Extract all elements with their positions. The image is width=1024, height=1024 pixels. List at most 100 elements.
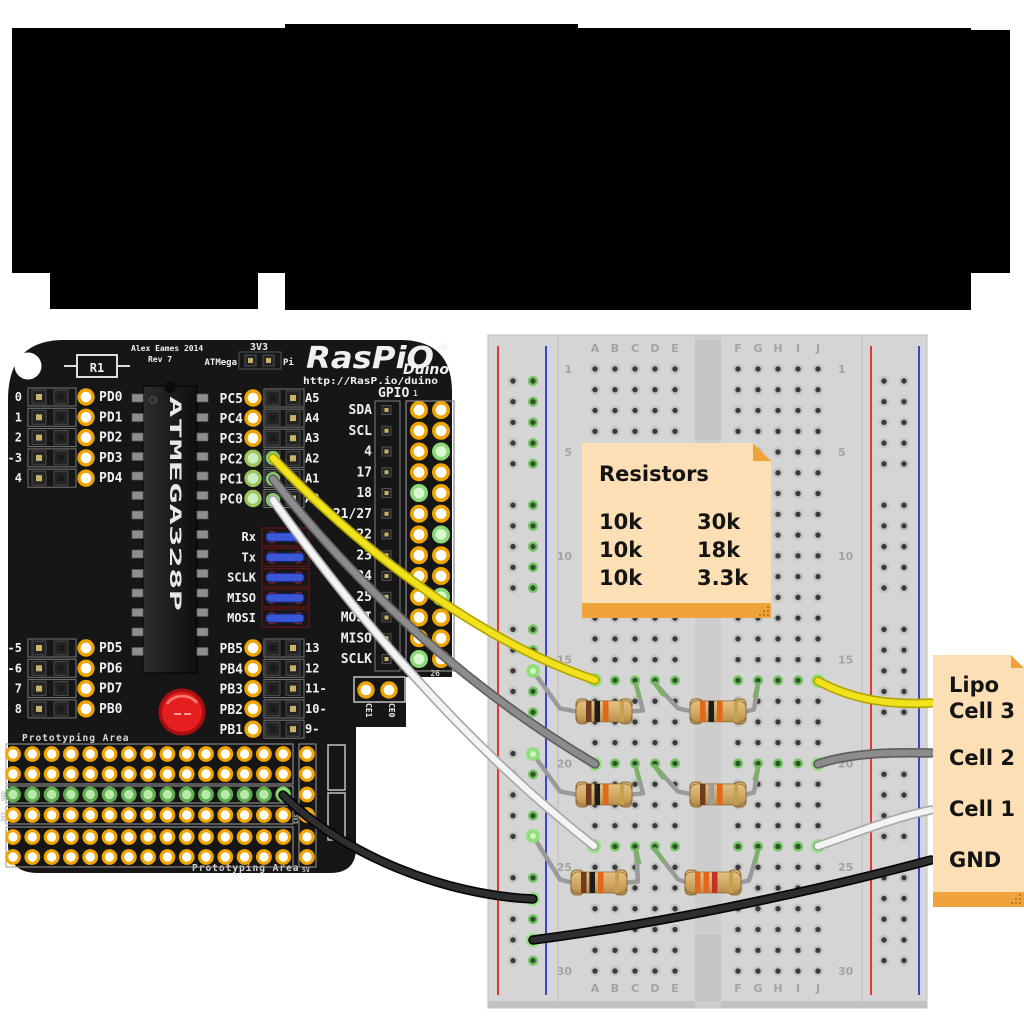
note-resistors-resize-grip[interactable] [759,614,761,616]
breadboard-hole[interactable] [812,737,824,748]
breadboard-hole[interactable] [589,965,601,977]
breadboard-hole[interactable] [649,820,661,831]
breadboard-hole[interactable] [878,686,890,697]
note-lipo-resize-grip[interactable] [1015,898,1017,900]
breadboard-hole[interactable] [812,509,824,520]
breadboard-hole[interactable] [812,779,824,790]
proto-hole[interactable] [5,829,21,845]
breadboard-hole[interactable] [669,924,681,935]
breadboard-hole[interactable] [898,458,910,469]
proto-hole[interactable] [159,746,176,762]
breadboard-hole[interactable] [772,654,784,665]
proto-hole-gnd[interactable] [62,786,79,803]
breadboard-hole[interactable] [772,779,784,790]
breadboard-hole[interactable] [878,458,890,469]
breadboard-hole[interactable] [812,363,824,375]
proto-hole[interactable] [198,807,214,823]
proto-hole[interactable] [299,766,315,782]
breadboard-hole[interactable] [732,654,744,665]
wire-gray-pc1-to-a20[interactable] [268,474,600,769]
breadboard-hole[interactable] [669,363,681,375]
gpio-hole[interactable] [431,463,450,482]
breadboard-hole[interactable] [752,820,764,831]
breadboard-hole[interactable] [812,716,824,728]
breadboard-hole[interactable] [772,426,784,437]
breadboard-hole[interactable] [752,882,764,894]
breadboard-hole[interactable] [732,841,744,852]
proto-hole[interactable] [198,829,214,845]
breadboard-hole[interactable] [527,500,539,511]
board-hole[interactable] [244,489,262,508]
breadboard-hole[interactable] [792,488,804,499]
resistor-18k[interactable] [689,781,747,808]
note-lipo-resize-grip[interactable] [1015,902,1017,904]
breadboard-hole[interactable] [669,903,681,914]
gpio-hole[interactable] [409,421,428,440]
breadboard-hole[interactable] [507,748,519,759]
breadboard-hole[interactable] [669,426,681,437]
breadboard-hole[interactable] [898,686,910,697]
proto-hole[interactable] [217,766,234,782]
breadboard-hole[interactable] [669,384,681,395]
proto-hole[interactable] [217,829,234,845]
breadboard-hole[interactable] [609,405,621,416]
proto-hole[interactable] [159,829,176,845]
proto-hole[interactable] [5,766,21,782]
breadboard-hole[interactable] [527,769,539,780]
gpio-hole[interactable] [431,442,450,461]
breadboard-hole[interactable] [629,363,641,375]
breadboard-hole[interactable] [812,613,824,624]
breadboard-hole[interactable] [669,882,681,894]
board-hole[interactable] [244,429,262,447]
breadboard-hole[interactable] [898,520,910,532]
proto-hole[interactable] [217,807,234,823]
breadboard-hole[interactable] [507,500,519,511]
proto-hole[interactable] [82,766,99,782]
breadboard-hole[interactable] [589,654,601,665]
breadboard-hole[interactable] [649,426,661,437]
breadboard-hole[interactable] [898,707,910,718]
breadboard-hole[interactable] [878,562,890,573]
breadboard-hole[interactable] [792,633,804,644]
proto-hole[interactable] [43,807,60,823]
breadboard-hole[interactable] [812,405,824,416]
board-hole[interactable] [244,659,262,677]
breadboard-hole[interactable] [589,737,601,748]
proto-hole[interactable] [236,746,253,762]
breadboard-hole[interactable] [629,965,641,977]
breadboard-hole[interactable] [629,384,641,395]
breadboard-hole[interactable] [792,862,804,873]
breadboard-hole[interactable] [752,384,764,395]
wire-black-rail-to-gnd[interactable] [528,855,936,945]
breadboard-hole[interactable] [792,737,804,748]
breadboard-hole[interactable] [812,446,824,458]
breadboard-hole[interactable] [772,799,784,811]
proto-hole[interactable] [275,766,292,782]
breadboard-hole[interactable] [812,696,824,707]
breadboard-hole[interactable] [589,633,601,644]
breadboard-hole[interactable] [772,924,784,935]
proto-hole[interactable] [256,766,272,782]
breadboard-hole[interactable] [752,363,764,375]
spi-jumper-cap[interactable] [265,552,305,562]
breadboard-hole[interactable] [527,562,539,573]
breadboard-hole[interactable] [898,644,910,656]
board-hole[interactable] [77,449,95,467]
proto-hole-gnd[interactable] [140,786,157,803]
gpio-hole[interactable] [409,463,428,482]
breadboard-hole[interactable] [527,417,539,428]
proto-hole[interactable] [178,807,195,823]
breadboard-hole[interactable] [812,820,824,831]
proto-hole-gnd[interactable] [101,786,118,803]
breadboard-hole[interactable] [898,624,910,635]
breadboard-hole[interactable] [649,654,661,665]
breadboard-hole[interactable] [527,686,539,697]
breadboard-hole[interactable] [792,384,804,395]
breadboard-hole[interactable] [772,965,784,977]
proto-hole[interactable] [256,746,272,762]
breadboard-hole[interactable] [589,426,601,437]
breadboard-hole[interactable] [752,426,764,437]
board-hole[interactable] [380,681,398,699]
breadboard-hole[interactable] [669,737,681,748]
